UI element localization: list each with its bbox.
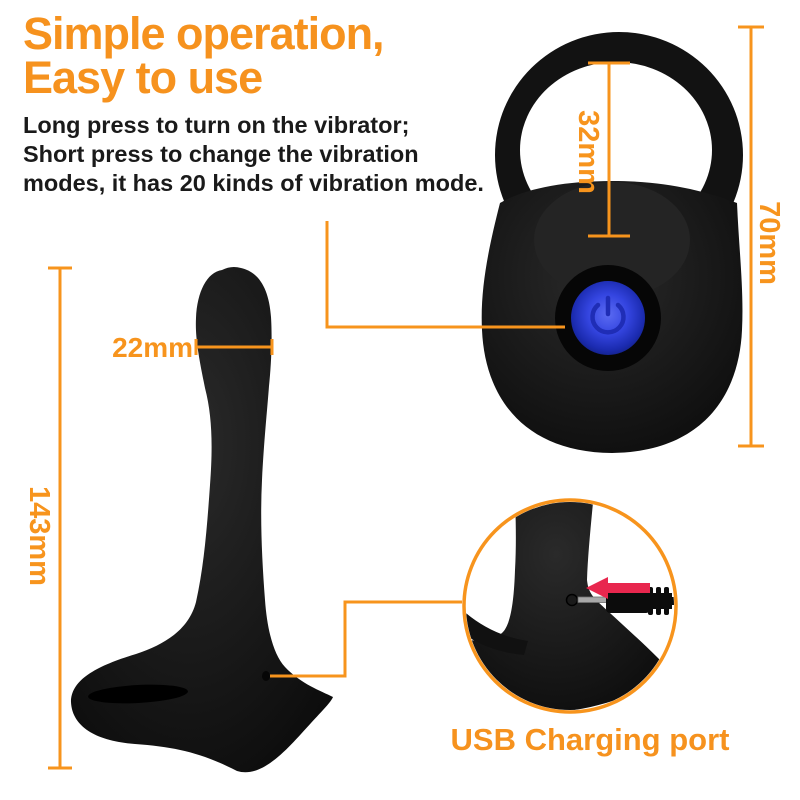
description-line-2: Short press to change the vibration xyxy=(23,141,419,167)
dimension-label-ring-inner: 32mm xyxy=(572,110,604,194)
wand-dimension-lines xyxy=(48,266,462,770)
charging-port-callout-line xyxy=(270,600,462,678)
dimension-label-ring-total: 70mm xyxy=(753,201,785,285)
dimension-label-tip-width: 22mm xyxy=(112,332,193,363)
ring-dimension-lines xyxy=(325,25,764,448)
charging-port-inset xyxy=(462,498,678,714)
dimension-line-32mm xyxy=(588,61,630,238)
dimension-line-143mm xyxy=(48,266,72,770)
ring-body-dome xyxy=(534,182,690,298)
power-icon xyxy=(590,295,626,335)
description-line-3: modes, it has 20 kinds of vibration mode… xyxy=(23,170,484,196)
ring-product-illustration xyxy=(481,32,743,453)
charging-plug xyxy=(577,587,674,615)
description-line-1: Long press to turn on the vibrator; xyxy=(23,112,410,138)
inset-port-hole xyxy=(565,593,579,607)
dimension-line-22mm xyxy=(194,339,274,355)
page-title: Simple operation, Easy to use xyxy=(23,8,385,103)
wand-charge-port xyxy=(262,671,270,681)
wand-product-illustration xyxy=(71,266,333,773)
title-line-1: Simple operation, xyxy=(23,8,385,59)
usb-charging-port-caption: USB Charging port xyxy=(450,722,730,757)
wand-body xyxy=(71,266,333,773)
dimension-line-70mm xyxy=(738,25,764,448)
inset-wand-loop xyxy=(466,593,528,655)
power-button-callout-line xyxy=(325,221,565,329)
power-button xyxy=(555,265,661,371)
wand-ring-hole xyxy=(88,684,188,704)
dimension-label-total-length: 143mm xyxy=(23,486,55,586)
product-description: Long press to turn on the vibrator; Shor… xyxy=(23,111,484,198)
insert-arrow-icon xyxy=(586,577,650,599)
title-line-2: Easy to use xyxy=(23,52,263,103)
